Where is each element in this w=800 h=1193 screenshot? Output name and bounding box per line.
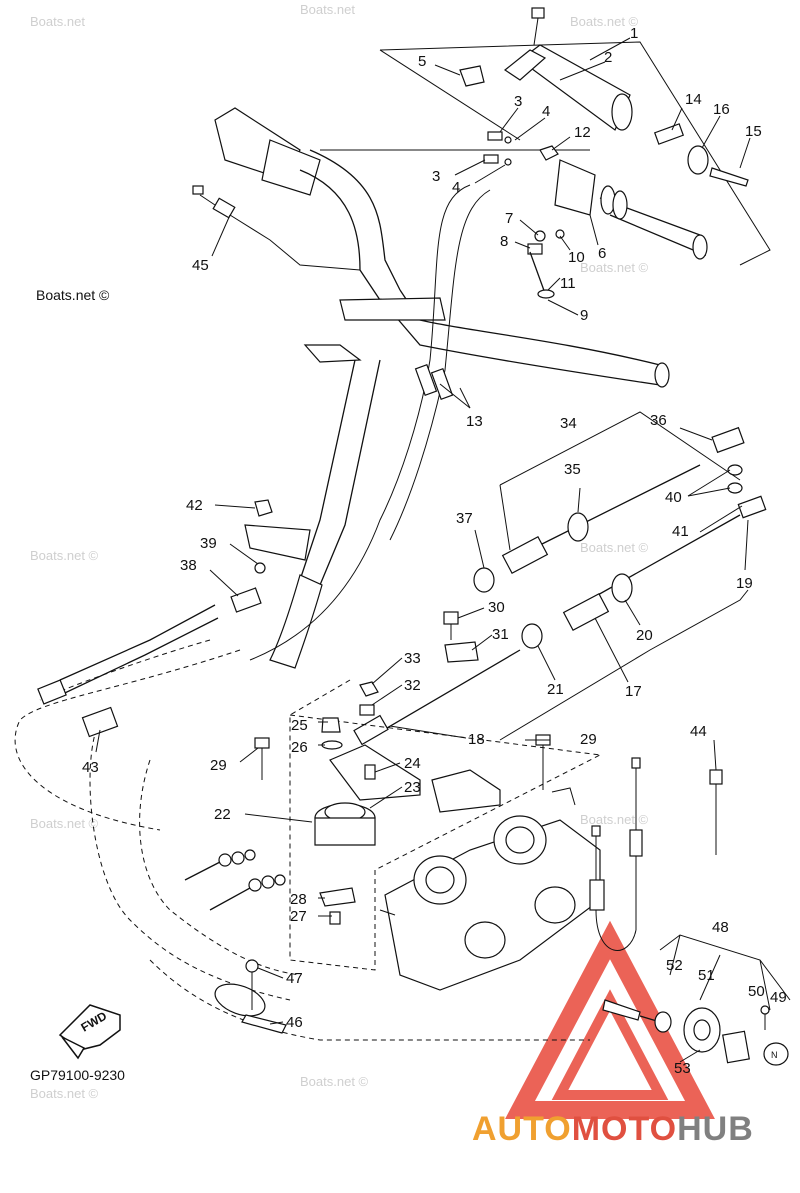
callout-42: 42 xyxy=(186,497,203,514)
callout-35: 35 xyxy=(564,461,581,478)
callout-37: 37 xyxy=(456,510,473,527)
throttle-body-group xyxy=(379,787,601,991)
callout-41: 41 xyxy=(672,523,689,540)
callout-45: 45 xyxy=(192,257,209,274)
watermark: Boats.net © xyxy=(580,812,649,827)
callout-34: 34 xyxy=(560,415,577,432)
callout-2: 2 xyxy=(604,49,612,66)
callout-33: 33 xyxy=(404,650,421,667)
callout-30: 30 xyxy=(488,599,505,616)
callout-labels: 1 2 3 4 5 12 14 16 15 3 4 7 8 10 6 11 9 … xyxy=(82,25,787,1077)
callout-39: 39 xyxy=(200,535,217,552)
watermark: Boats.net © xyxy=(580,540,649,555)
control-cable-group xyxy=(353,411,767,746)
callout-5: 5 xyxy=(418,53,426,70)
diagram-code: GP79100-9230 xyxy=(30,1067,125,1083)
callout-19: 19 xyxy=(736,575,753,592)
callout-49: 49 xyxy=(770,989,787,1006)
callout-46: 46 xyxy=(286,1014,303,1031)
callout-38: 38 xyxy=(180,557,197,574)
callout-21: 21 xyxy=(547,681,564,698)
watermark: Boats.net xyxy=(300,2,355,17)
fwd-arrow-icon: FWD xyxy=(58,1004,121,1060)
callout-4b: 4 xyxy=(452,179,460,196)
brand-part-1: AUTO xyxy=(472,1110,572,1148)
callout-12: 12 xyxy=(574,124,591,141)
callout-7: 7 xyxy=(505,210,513,227)
callout-24: 24 xyxy=(404,755,421,772)
callout-10: 10 xyxy=(568,249,585,266)
callout-43: 43 xyxy=(82,759,99,776)
watermark: Boats.net © xyxy=(30,816,99,831)
callout-32: 32 xyxy=(404,677,421,694)
callout-26: 26 xyxy=(291,739,308,756)
callout-18: 18 xyxy=(468,731,485,748)
callout-9: 9 xyxy=(580,307,588,324)
clamp-group xyxy=(214,959,287,1034)
callout-17: 17 xyxy=(625,683,642,700)
cable-loop-group xyxy=(14,184,590,1041)
callout-6: 6 xyxy=(598,245,606,262)
callout-14: 14 xyxy=(685,91,702,108)
handlebar-group xyxy=(192,107,670,669)
callout-20: 20 xyxy=(636,627,653,644)
callout-15: 15 xyxy=(745,123,762,140)
watermark: Boats.net © xyxy=(570,14,639,29)
brand-part-2: MOTO xyxy=(571,1110,678,1148)
watermark: Boats.net xyxy=(30,14,85,29)
callout-44: 44 xyxy=(690,723,707,740)
callout-4: 4 xyxy=(542,103,550,120)
callout-31: 31 xyxy=(492,626,509,643)
callout-51: 51 xyxy=(698,967,715,984)
watermark: Boats.net © xyxy=(300,1074,369,1089)
callout-52: 52 xyxy=(666,957,683,974)
callout-50: 50 xyxy=(748,983,765,1000)
callout-22: 22 xyxy=(214,806,231,823)
callout-53: 53 xyxy=(674,1060,691,1077)
watermark: Boats.net © xyxy=(30,548,99,563)
callout-29b: 29 xyxy=(210,757,227,774)
callout-40: 40 xyxy=(665,489,682,506)
callout-28: 28 xyxy=(290,891,307,908)
callout-3: 3 xyxy=(514,93,522,110)
callout-16: 16 xyxy=(713,101,730,118)
callout-27: 27 xyxy=(290,908,307,925)
watermark: Boats.net © xyxy=(36,287,110,303)
callout-13: 13 xyxy=(466,413,483,430)
callout-25: 25 xyxy=(291,717,308,734)
brand-wordmark: AUTOMOTOHUB xyxy=(472,1110,754,1149)
watermark: Boats.net © xyxy=(30,1086,99,1101)
watermark: Boats.net © xyxy=(580,260,649,275)
callout-3b: 3 xyxy=(432,168,440,185)
leader-lines xyxy=(95,37,751,1063)
brand-part-3: HUB xyxy=(677,1110,754,1148)
grip-assembly-group xyxy=(320,7,771,299)
watermark-group: Boats.net Boats.net Boats.net © Boats.ne… xyxy=(30,2,649,1101)
callout-23: 23 xyxy=(404,779,421,796)
bracket-assembly-group xyxy=(184,679,601,971)
callout-8: 8 xyxy=(500,233,508,250)
callout-47: 47 xyxy=(286,970,303,987)
svg-text:N: N xyxy=(771,1050,778,1060)
callout-1: 1 xyxy=(630,25,638,42)
callout-29: 29 xyxy=(580,731,597,748)
callout-36: 36 xyxy=(650,412,667,429)
callout-11: 11 xyxy=(560,275,576,292)
electrical-group: N xyxy=(589,757,791,1066)
callout-48: 48 xyxy=(712,919,729,936)
